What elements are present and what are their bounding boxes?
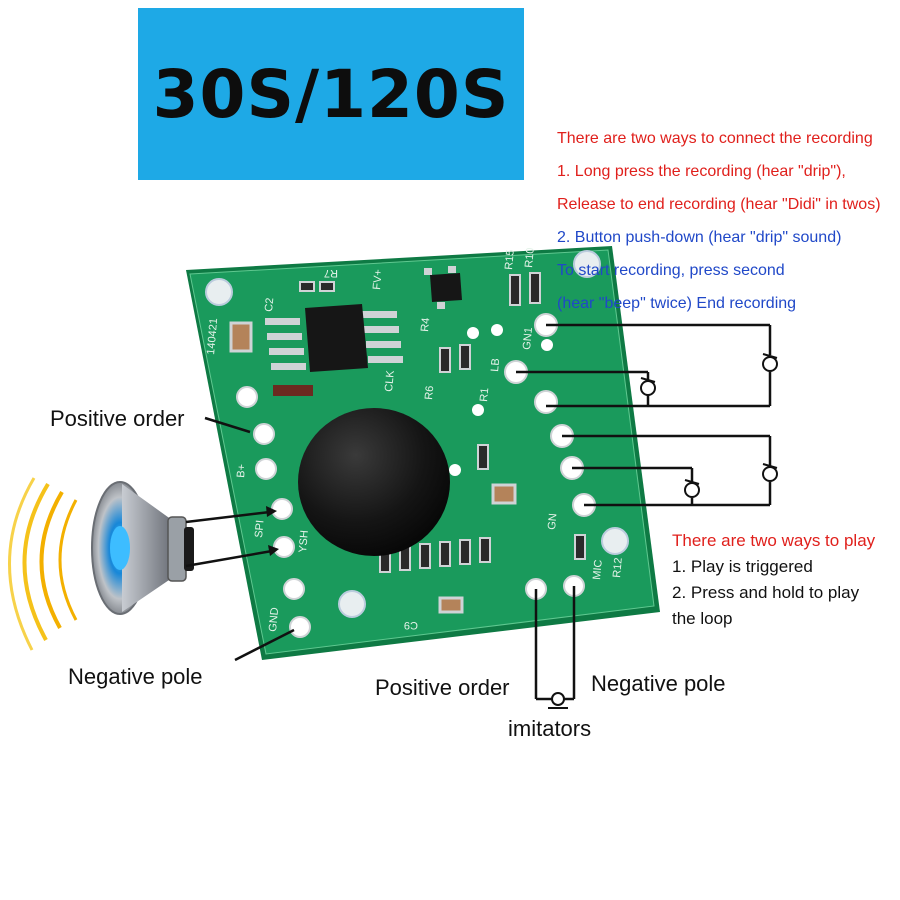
silk-lb: LB bbox=[489, 358, 502, 372]
silk-fv: FV+ bbox=[371, 269, 385, 290]
record-switch-1 bbox=[762, 356, 778, 372]
mounting-hole bbox=[573, 250, 601, 278]
play-notes-title: There are two ways to play bbox=[672, 531, 876, 550]
label-negative-pole-left: Negative pole bbox=[68, 664, 203, 689]
silk-bplus: B+ bbox=[235, 464, 248, 479]
play-notes-line2: 2. Press and hold to play bbox=[672, 583, 860, 602]
silk-r1: R1 bbox=[478, 387, 491, 402]
pcb-board: 140421 C2 R7 FV+ R15 R10 R4 GN1 LB CLK R… bbox=[186, 246, 660, 660]
mounting-hole bbox=[205, 278, 233, 306]
microphone-icon bbox=[551, 692, 565, 706]
silk-r10: R10 bbox=[523, 247, 537, 268]
ic-chip bbox=[265, 304, 403, 372]
recording-notes-title: There are two ways to connect the record… bbox=[557, 130, 873, 147]
silk-c2: C2 bbox=[263, 297, 276, 312]
switch-symbols bbox=[548, 353, 778, 709]
silk-mic: MIC bbox=[591, 559, 605, 580]
label-positive-order-left: Positive order bbox=[50, 406, 185, 431]
silk-r6: R6 bbox=[423, 385, 436, 400]
play-switch-1 bbox=[762, 466, 778, 482]
silk-spi: SPI bbox=[253, 520, 267, 539]
recording-notes-line1: 1. Long press the recording (hear "drip"… bbox=[557, 163, 846, 180]
silk-r12: R12 bbox=[611, 557, 625, 578]
play-switch-2 bbox=[684, 482, 700, 498]
recording-notes-line3: 2. Button push-down (hear "drip" sound) bbox=[557, 229, 842, 246]
silk-r7: R7 bbox=[324, 267, 338, 279]
wiring bbox=[185, 323, 772, 701]
mounting-hole bbox=[601, 527, 629, 555]
label-negative-pole-bottom: Negative pole bbox=[591, 671, 726, 696]
silk-gn1: GN1 bbox=[521, 327, 535, 351]
left-pads bbox=[236, 386, 311, 638]
recording-notes-line5: (hear "beep" twice) End recording bbox=[557, 295, 797, 312]
silk-gn: GN bbox=[546, 513, 559, 531]
mounting-hole bbox=[338, 590, 366, 618]
record-switch-2 bbox=[640, 380, 656, 396]
transistor bbox=[424, 266, 462, 309]
play-notes-line1: 1. Play is triggered bbox=[672, 557, 813, 576]
title-badge: 30S/120S bbox=[138, 8, 524, 180]
silk-c9: C9 bbox=[404, 619, 418, 631]
smd-components bbox=[229, 272, 586, 614]
label-imitators: imitators bbox=[508, 716, 592, 741]
buzzer bbox=[298, 408, 450, 556]
silk-gnd: GND bbox=[267, 607, 281, 632]
silk-r15: R15 bbox=[503, 249, 517, 270]
title-badge-text: 30S/120S bbox=[152, 55, 510, 133]
silk-ysh: YSH bbox=[297, 530, 311, 554]
speaker-icon bbox=[8, 477, 194, 651]
silk-id: 140421 bbox=[205, 318, 220, 356]
right-pads bbox=[449, 313, 596, 517]
recording-notes-line4: To start recording, press second bbox=[557, 262, 785, 279]
recording-notes-line2: Release to end recording (hear "Didi" in… bbox=[557, 196, 881, 213]
label-positive-order-bottom: Positive order bbox=[375, 675, 510, 700]
silk-r4: R4 bbox=[419, 317, 432, 332]
silk-clk: CLK bbox=[383, 369, 397, 392]
play-notes-line3: the loop bbox=[672, 609, 733, 628]
